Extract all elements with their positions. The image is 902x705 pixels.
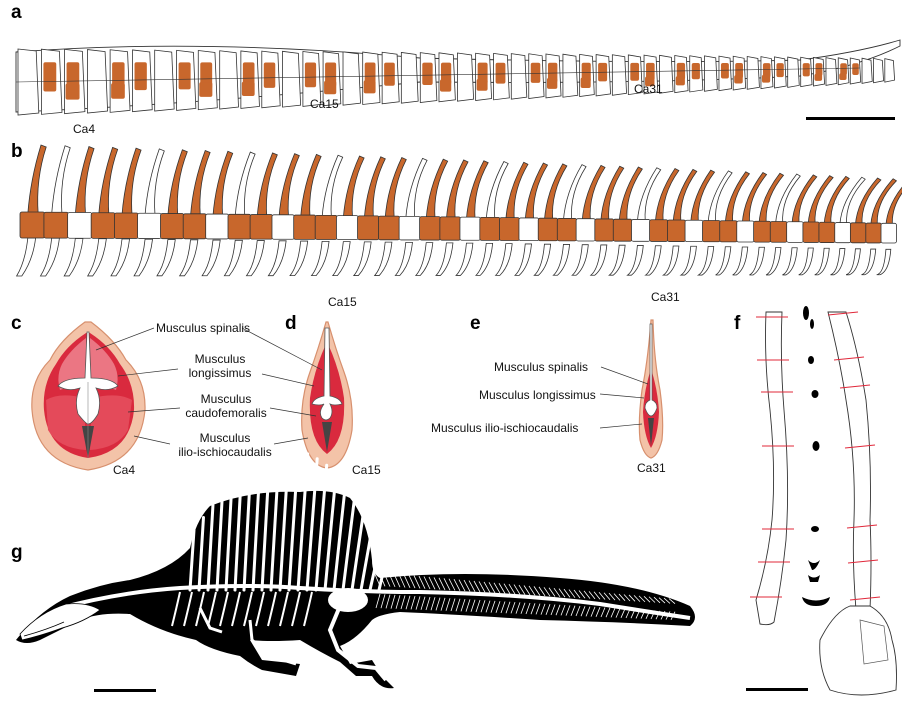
spine-cross-sections [802, 306, 830, 606]
label-a-ca15: Ca15 [310, 97, 339, 111]
panel-b-tail-lateral [17, 145, 902, 276]
panel-c-ca4-cross-section [32, 322, 145, 470]
label-b-ca31: Ca31 [651, 290, 680, 304]
label-e-ca31: Ca31 [637, 461, 666, 475]
panel-g-scale-bar [94, 689, 156, 692]
panel-a-scale-bar [806, 117, 895, 120]
label-c-ca4: Ca4 [113, 463, 135, 477]
panel-f-neural-spines [750, 306, 897, 695]
panel-d-ca15-cross-section [302, 322, 353, 468]
label-e-musculus-longissimus: Musculus longissimus [479, 388, 596, 402]
label-musculus-spinalis: Musculus spinalis [156, 321, 250, 335]
label-musculus-ilio-ischiocaudalis: Musculus ilio-ischiocaudalis [168, 431, 282, 459]
panel-g-skeletal-reconstruction [16, 450, 695, 688]
panel-a-tail-dorsal [16, 40, 900, 115]
label-e-musculus-ilio-ischiocaudalis: Musculus ilio-ischiocaudalis [431, 421, 578, 435]
label-a-ca31: Ca31 [634, 82, 663, 96]
label-d-ca15: Ca15 [352, 463, 381, 477]
label-b-ca15: Ca15 [328, 295, 357, 309]
label-e-musculus-spinalis: Musculus spinalis [494, 360, 588, 374]
panel-f-scale-bar [746, 688, 808, 691]
panel-e-ca31-cross-section [639, 320, 662, 458]
label-musculus-caudofemoralis: Musculus caudofemoralis [178, 392, 274, 420]
label-a-ca4: Ca4 [73, 122, 95, 136]
label-musculus-longissimus: Musculus longissimus [178, 352, 262, 380]
